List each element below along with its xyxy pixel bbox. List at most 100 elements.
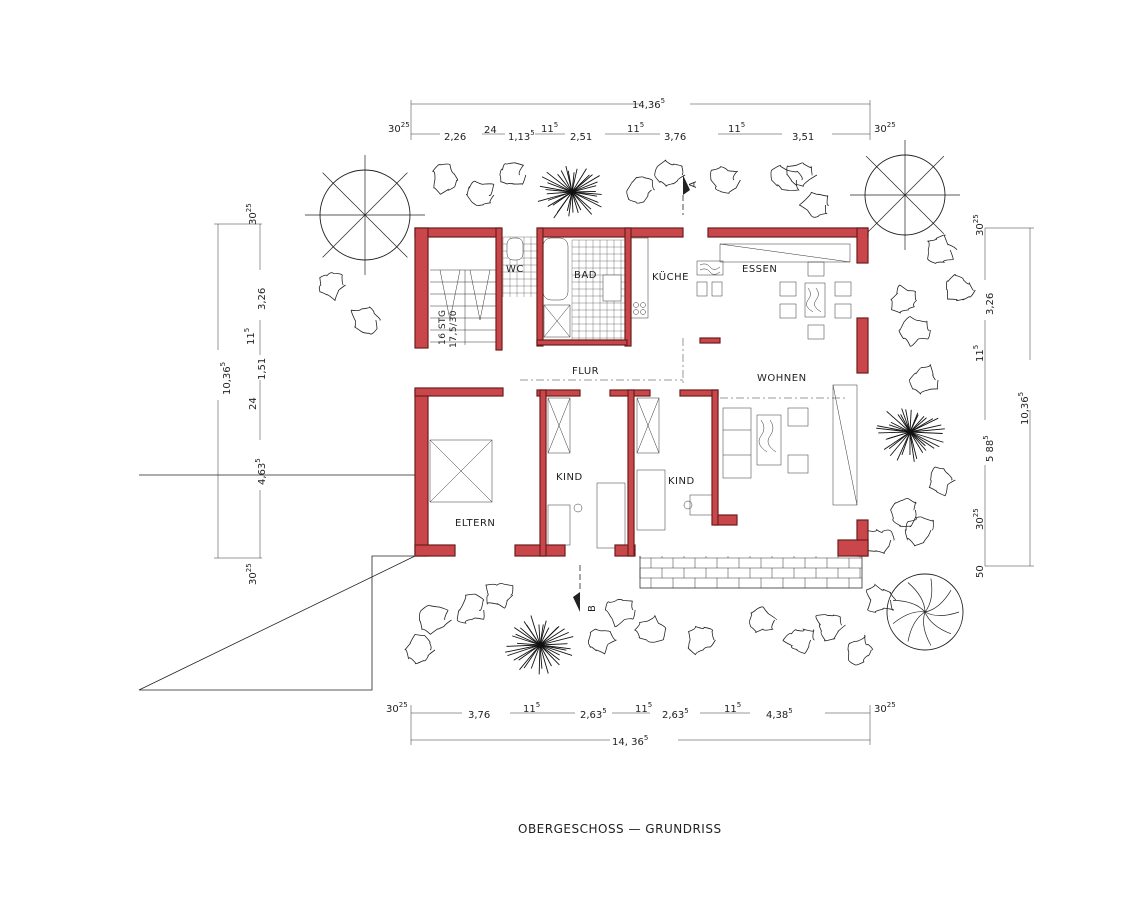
- dim-top-seg: 3,51: [792, 132, 814, 143]
- room-label-kind: KIND: [556, 472, 583, 483]
- vegetation: [305, 140, 976, 675]
- room-label-essen: ESSEN: [742, 264, 777, 275]
- dim-bottom-total: 14, 365: [612, 734, 648, 748]
- bush-symbol: [687, 625, 716, 656]
- dimensions-bottom: 14, 365 3025 3,76 115 2,635 115 2,635 11…: [386, 701, 896, 748]
- dim-top-seg: 1,135: [508, 129, 535, 143]
- bush-symbol: [865, 583, 897, 613]
- dim-top-seg: 24: [484, 125, 497, 136]
- staircase: [430, 269, 498, 345]
- shrub-symbol: [537, 165, 602, 219]
- dim-left-seg: 4,635: [254, 458, 268, 485]
- bush-symbol: [847, 634, 873, 666]
- bush-symbol: [786, 162, 818, 187]
- bush-symbol: [633, 615, 667, 643]
- bush-symbol: [431, 163, 459, 195]
- section-markers: A B: [573, 175, 699, 612]
- dim-bottom-seg: 115: [724, 701, 741, 715]
- room-label-kueche: KÜCHE: [652, 270, 689, 283]
- room-label-wc: WC: [506, 264, 524, 275]
- dim-top-seg: 3,76: [664, 132, 686, 143]
- bush-symbol: [318, 272, 346, 302]
- bush-symbol: [350, 306, 381, 335]
- bush-symbol: [485, 582, 514, 609]
- bush-symbol: [587, 628, 617, 655]
- dim-right-seg: 3025: [972, 214, 986, 236]
- section-marker-b: B: [587, 605, 598, 612]
- dimensions-left: 10,365 3025 3,26 115 1,51 24 4,635 3025: [219, 203, 268, 585]
- dim-right-seg: 115: [972, 345, 986, 362]
- tree-symbol: [850, 140, 960, 250]
- dim-bottom-seg: 3025: [874, 701, 896, 715]
- bush-symbol: [419, 604, 452, 635]
- shrub-symbol: [505, 615, 574, 675]
- dim-right-seg: 5 885: [982, 435, 996, 462]
- dim-left-seg: 3025: [245, 563, 259, 585]
- dim-top-total: 14,365: [632, 97, 665, 111]
- bush-symbol: [904, 516, 934, 547]
- dim-top-seg: 3025: [388, 121, 410, 135]
- bush-symbol: [404, 634, 436, 665]
- bush-symbol: [782, 628, 815, 654]
- dim-bottom-seg: 115: [635, 701, 652, 715]
- bush-symbol: [898, 316, 931, 347]
- section-marker-a: A: [688, 181, 699, 188]
- shrub-symbol: [876, 408, 945, 462]
- dim-right-seg: 3025: [972, 508, 986, 530]
- dim-bottom-seg: 115: [523, 701, 540, 715]
- bush-symbol: [908, 364, 939, 395]
- dim-right-seg: 50: [975, 565, 986, 578]
- dim-left-seg: 3,26: [257, 288, 268, 310]
- dim-bottom-seg: 4,385: [766, 707, 793, 721]
- bush-symbol: [626, 176, 655, 204]
- bush-symbol: [466, 180, 495, 206]
- bush-symbol: [815, 614, 846, 642]
- stairs-rise-run: 17,5/30: [449, 310, 459, 348]
- room-labels: WC BAD KÜCHE ESSEN FLUR WOHNEN KIND KIND…: [438, 264, 807, 529]
- dim-right-seg: 3,26: [985, 293, 996, 315]
- bush-symbol: [748, 606, 778, 633]
- bush-symbol: [946, 274, 976, 301]
- dim-top-seg: 115: [627, 121, 644, 135]
- fixtures: [429, 236, 858, 549]
- bush-symbol: [710, 166, 741, 194]
- dim-top-seg: 115: [541, 121, 558, 135]
- dim-top-seg: 2,26: [444, 132, 466, 143]
- room-label-eltern: ELTERN: [455, 518, 495, 529]
- dim-top-seg: 3025: [874, 121, 896, 135]
- dim-bottom-seg: 3025: [386, 701, 408, 715]
- dimensions-right: 10,365 3025 3,26 115 5 885 3025 50: [972, 214, 1031, 578]
- dim-left-seg: 3025: [245, 203, 259, 225]
- bush-symbol: [654, 159, 686, 187]
- bush-symbol: [456, 593, 485, 624]
- room-label-bad: BAD: [574, 270, 597, 281]
- adjacent-building-outline: [138, 474, 416, 691]
- dim-right-total: 10,365: [1017, 392, 1031, 425]
- dim-top-seg: 115: [728, 121, 745, 135]
- dim-bottom-seg: 2,635: [662, 707, 689, 721]
- dim-bottom-seg: 2,635: [580, 707, 607, 721]
- dimensions-top: 14,365 3025 2,26 24 1,135 115 2,51 115 3…: [388, 97, 896, 143]
- bush-symbol: [890, 498, 917, 528]
- drawing-title: OBERGESCHOSS — GRUNDRISS: [518, 822, 722, 836]
- bush-symbol: [865, 528, 895, 554]
- dim-left-total: 10,365: [219, 362, 233, 395]
- bush-symbol: [928, 466, 956, 497]
- bush-symbol: [499, 162, 527, 185]
- bush-symbol: [604, 599, 636, 628]
- walls: [414, 227, 869, 557]
- dim-left-seg: 115: [243, 328, 257, 345]
- room-label-flur: FLUR: [572, 366, 599, 377]
- dim-left-seg: 24: [248, 397, 259, 410]
- room-label-wohnen: WOHNEN: [757, 373, 807, 384]
- bush-symbol: [926, 234, 958, 264]
- bush-symbol: [770, 165, 803, 191]
- bush-symbol: [798, 191, 830, 218]
- room-label-kind: KIND: [668, 476, 695, 487]
- dimension-lines: [214, 100, 1034, 745]
- tree-symbol: [305, 155, 425, 275]
- stairs-label: 16 STG: [438, 310, 448, 346]
- bush-symbol: [890, 284, 918, 314]
- dim-bottom-seg: 3,76: [468, 710, 490, 721]
